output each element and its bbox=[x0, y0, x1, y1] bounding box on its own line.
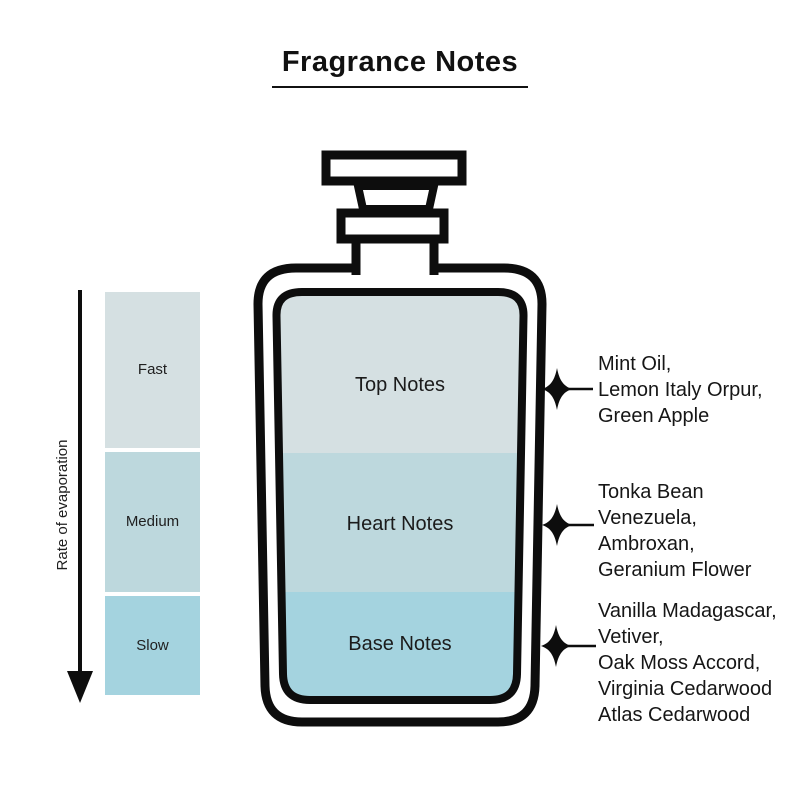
bottle-inner-outline bbox=[272, 288, 528, 704]
bottle-cap bbox=[321, 150, 467, 276]
section-label-heart-notes: Heart Notes bbox=[346, 513, 454, 535]
sparkle-icon bbox=[542, 504, 594, 546]
scale-block-fast bbox=[105, 292, 200, 448]
ingredients-top-notes: Mint Oil, Lemon Italy Orpur, Green Apple bbox=[598, 353, 763, 427]
liquid-top-notes bbox=[276, 292, 524, 453]
liquid-base-notes bbox=[276, 592, 524, 700]
page-title: Fragrance Notes bbox=[271, 46, 529, 88]
scale-block-medium bbox=[105, 452, 200, 592]
section-label-top-notes: Top Notes bbox=[354, 374, 446, 396]
sparkle-icon bbox=[541, 625, 596, 667]
scale-label-slow: Slow bbox=[136, 637, 169, 654]
evaporation-axis-label: Rate of evaporation bbox=[54, 439, 71, 571]
sparkle-icon bbox=[542, 368, 593, 410]
page-title-wrap: Fragrance Notes bbox=[0, 46, 800, 88]
section-label-base-notes: Base Notes bbox=[348, 633, 452, 655]
liquid-heart-notes bbox=[276, 453, 524, 592]
ingredients-base-notes: Vanilla Madagascar, Vetiver, Oak Moss Ac… bbox=[598, 600, 777, 726]
scale-label-fast: Fast bbox=[137, 361, 168, 378]
evaporation-arrow-icon bbox=[67, 290, 93, 703]
scale-block-slow bbox=[105, 596, 200, 695]
scale-label-medium: Medium bbox=[125, 513, 180, 530]
ingredients-heart-notes: Tonka Bean Venezuela, Ambroxan, Geranium… bbox=[598, 481, 752, 581]
